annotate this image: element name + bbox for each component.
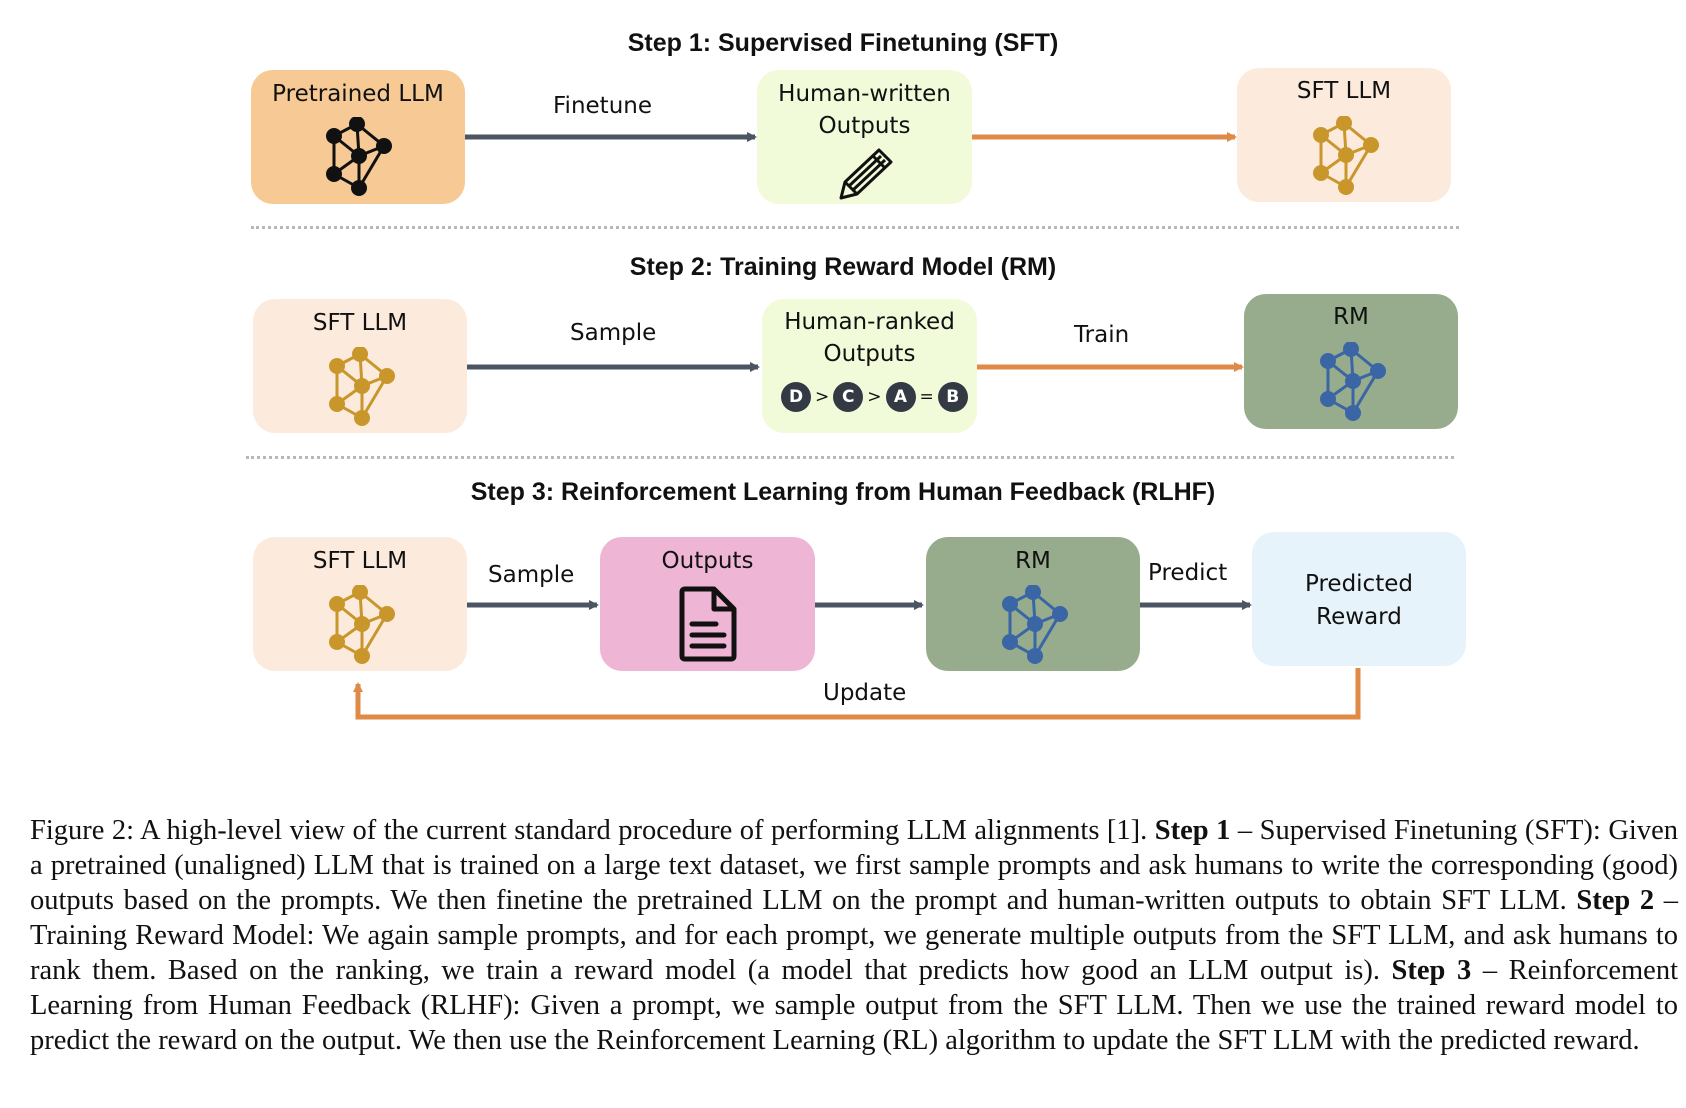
figure-caption: Figure 2: A high-level view of the curre… <box>30 813 1678 1058</box>
rank-op-gt-2: > <box>867 387 882 407</box>
rank-chip-a: A <box>885 382 916 412</box>
step3-title: Step 3: Reinforcement Learning from Huma… <box>470 478 1216 506</box>
divider-1 <box>251 226 1459 229</box>
rm-label-step3: RM <box>1015 548 1051 574</box>
rm-box-step3: RM <box>926 537 1140 671</box>
caption-step2-bold: Step 2 <box>1576 885 1655 916</box>
caption-step3-text: – Reinforcement Learning from Human Feed… <box>30 955 1678 1056</box>
sft-llm-box-step1: SFT LLM <box>1237 68 1451 202</box>
outputs-box: Outputs <box>600 537 815 671</box>
neural-network-icon <box>329 347 395 426</box>
step2-title: Step 2: Training Reward Model (RM) <box>629 253 1057 281</box>
neural-network-icon <box>1320 342 1386 421</box>
predicted-reward-line1: Predicted <box>1305 571 1413 597</box>
pencil-icon <box>839 148 893 200</box>
outputs-label: Outputs <box>661 548 754 574</box>
neural-network-icon <box>329 585 395 664</box>
edge-label-sample-step3: Sample <box>488 562 575 588</box>
neural-network-icon <box>1313 116 1379 195</box>
edge-label-predict: Predict <box>1148 560 1228 586</box>
sft-llm-label-step3: SFT LLM <box>312 548 408 574</box>
predicted-reward-box: Predicted Reward <box>1252 532 1466 666</box>
ranking-row: D > C > A = B <box>781 382 968 412</box>
divider-2 <box>246 456 1454 459</box>
rank-chip-d: D <box>781 382 811 412</box>
edge-label-train: Train <box>1074 322 1130 348</box>
document-icon <box>679 586 737 662</box>
predicted-reward-line2: Reward <box>1316 604 1402 630</box>
rank-op-gt-1: > <box>815 387 830 407</box>
caption-step2-text: – Training Reward Model: We again sample… <box>30 885 1679 986</box>
caption-step1-text: – Supervised Finetuning (SFT): Given a p… <box>30 815 1678 916</box>
rank-chip-c: C <box>833 382 864 412</box>
edge-label-finetune: Finetune <box>553 93 652 119</box>
sft-llm-label-step2: SFT LLM <box>312 310 408 336</box>
rank-chip-b: B <box>937 382 968 412</box>
sft-llm-box-step3: SFT LLM <box>253 537 467 671</box>
rm-label-step2: RM <box>1333 304 1369 330</box>
arrow-update <box>353 668 1361 720</box>
sft-llm-label-step1: SFT LLM <box>1296 78 1392 104</box>
edge-label-sample-step2: Sample <box>570 320 657 346</box>
rank-op-eq: = <box>919 387 934 407</box>
neural-network-icon <box>326 117 392 196</box>
human-written-outputs-box: Human-written Outputs <box>757 70 972 204</box>
sft-llm-box-step2: SFT LLM <box>253 299 467 433</box>
step1-title: Step 1: Supervised Finetuning (SFT) <box>627 29 1059 57</box>
caption-step1-bold: Step 1 <box>1154 815 1231 846</box>
caption-prefix: Figure 2: A high-level view of the curre… <box>30 815 1155 846</box>
human-written-label-line2: Outputs <box>818 113 911 139</box>
human-ranked-label-line1: Human-ranked <box>784 309 955 335</box>
rm-box-step2: RM <box>1244 294 1458 429</box>
pretrained-llm-box: Pretrained LLM <box>251 70 465 204</box>
caption-step3-bold: Step 3 <box>1391 955 1472 986</box>
human-written-label-line1: Human-written <box>778 81 951 107</box>
edge-label-update: Update <box>823 680 907 706</box>
human-ranked-outputs-box: Human-ranked Outputs <box>762 299 977 433</box>
neural-network-icon <box>1002 585 1068 664</box>
pretrained-llm-label: Pretrained LLM <box>272 81 444 107</box>
human-ranked-label-line2: Outputs <box>823 341 916 367</box>
